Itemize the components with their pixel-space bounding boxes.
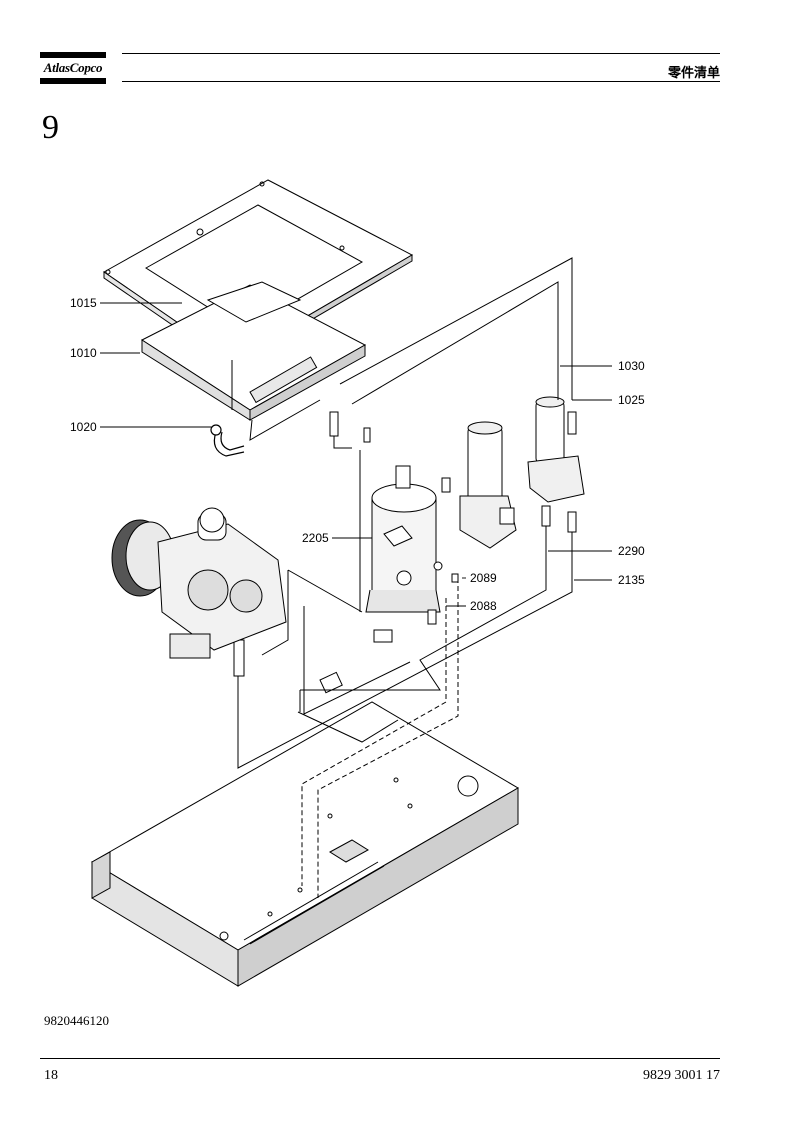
document-number: 9829 3001 17 — [643, 1068, 720, 1083]
base-frame — [91, 701, 519, 987]
hose-elbow — [210, 424, 245, 457]
exploded-view-drawing: 1015 1010 1020 1030 1025 2205 2089 2088 … — [70, 179, 645, 987]
logo-bar-bottom — [40, 78, 106, 84]
logo-wordmark: AtlasCopco — [43, 60, 103, 75]
header-rule-top — [122, 53, 720, 54]
section-number: 9 — [42, 109, 59, 146]
cover-frame — [103, 179, 414, 367]
part-label: 1030 — [618, 359, 645, 373]
footer-rule — [40, 1058, 720, 1059]
part-label: 2088 — [470, 599, 497, 613]
dashed-routes — [301, 578, 459, 898]
pipe-routes — [231, 257, 573, 769]
cooler-tray — [141, 281, 367, 441]
leader-lines — [100, 302, 612, 607]
page-number: 18 — [44, 1068, 58, 1083]
part-label: 2135 — [618, 573, 645, 587]
atlas-copco-logo: AtlasCopco — [40, 52, 106, 84]
part-label: 1025 — [618, 393, 645, 407]
filter-cylinder — [459, 421, 517, 549]
part-label: 2205 — [302, 531, 329, 545]
separator-cylinder — [527, 396, 585, 503]
compressor-unit — [111, 507, 287, 659]
logo-bar-top — [40, 52, 106, 58]
part-label: 1020 — [70, 420, 97, 434]
drawing-reference-number: 9820446120 — [44, 1013, 109, 1028]
fittings — [233, 411, 577, 694]
part-label: 1010 — [70, 346, 97, 360]
header-title: 零件清单 — [667, 66, 720, 81]
part-label: 2290 — [618, 544, 645, 558]
receiver-tank — [365, 465, 443, 613]
part-label: 2089 — [470, 571, 497, 585]
part-labels: 1015 1010 1020 1030 1025 2205 2089 2088 … — [70, 296, 645, 613]
part-label: 1015 — [70, 296, 97, 310]
header-rule-bottom — [122, 81, 720, 82]
